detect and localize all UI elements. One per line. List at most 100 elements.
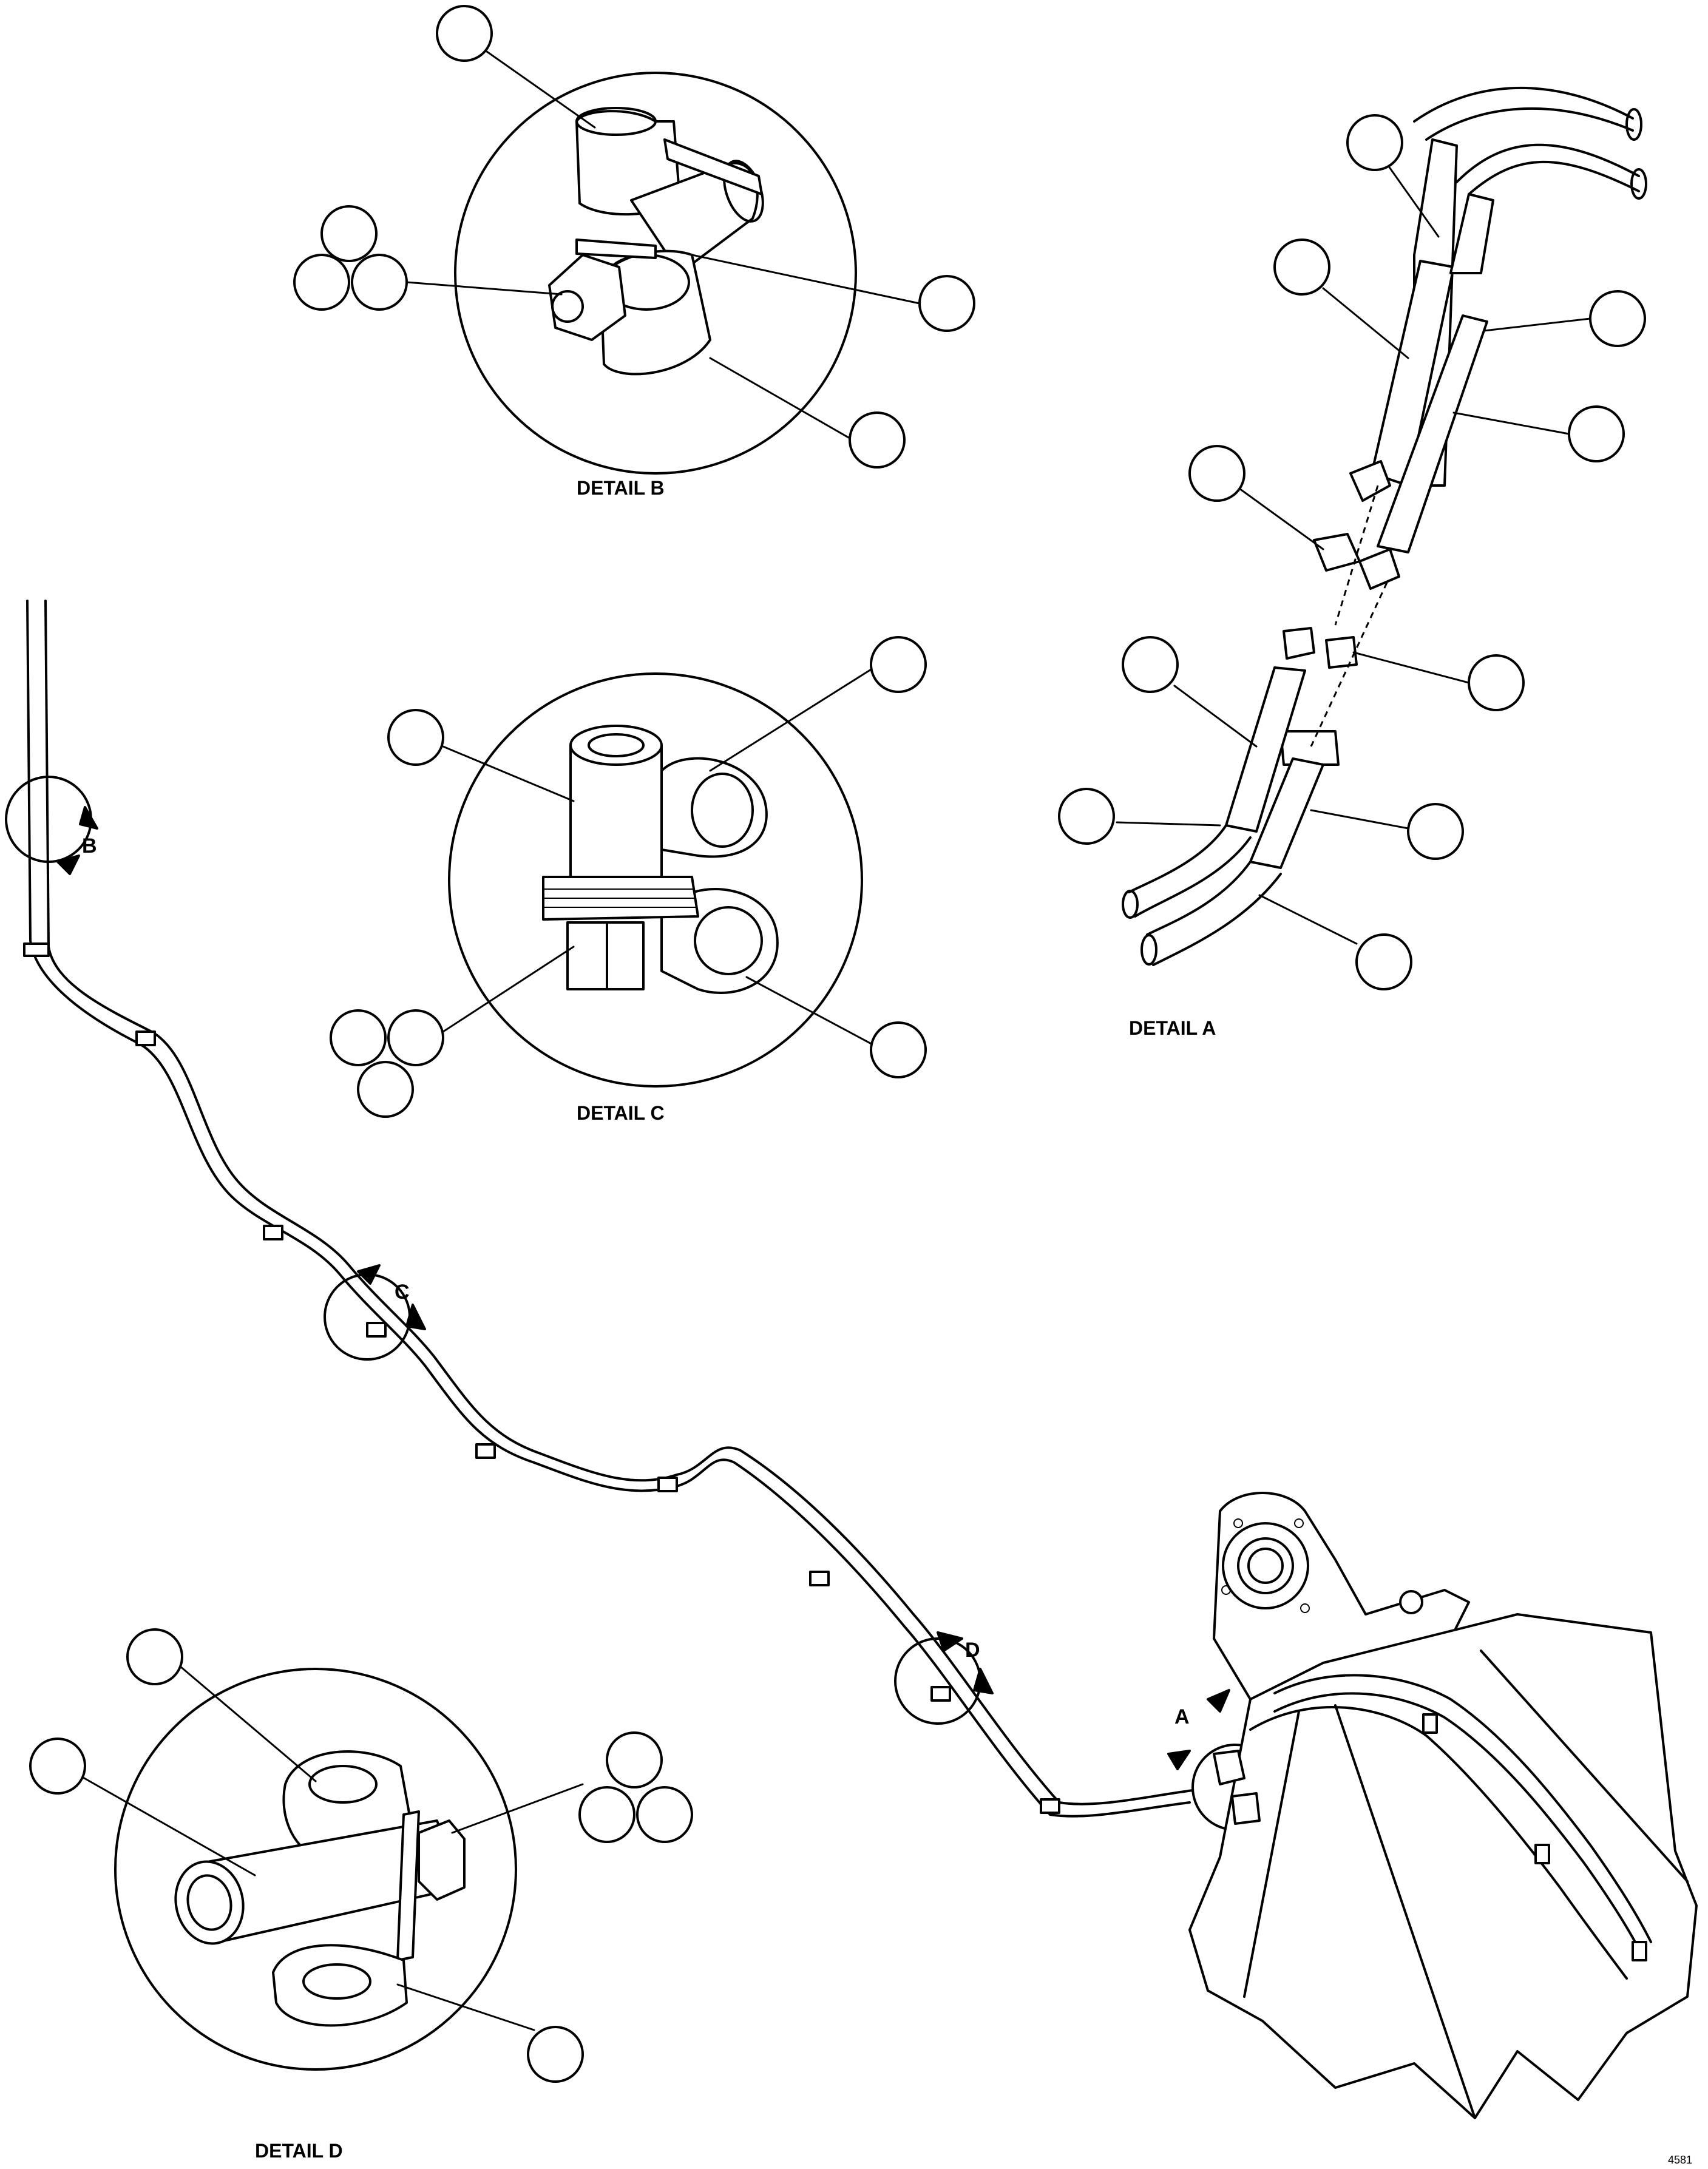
callout-bubble — [870, 636, 927, 693]
mount-bore-inner — [1247, 1548, 1284, 1584]
housing-hose-1 — [1273, 1674, 1652, 1943]
detail-a-leader-9 — [1116, 821, 1221, 827]
detail-a-leader-6 — [1352, 651, 1470, 684]
arrow-icon — [973, 1668, 994, 1694]
hose-clip — [930, 1686, 951, 1702]
detail-c-clamp-lower-opening — [694, 906, 763, 975]
bolt-hole — [1221, 1585, 1231, 1595]
bolt-hole — [1294, 1518, 1304, 1528]
callout-bubble — [330, 1009, 387, 1066]
callout-bubble — [1407, 803, 1464, 860]
detail-a-fitting-mid-3 — [1325, 636, 1358, 669]
callout-bubble — [606, 1731, 663, 1788]
detail-d-clamp-upper-opening — [308, 1765, 378, 1804]
detail-d-circle — [114, 1668, 517, 2071]
detail-d-clamp-lower-opening — [302, 1963, 371, 2000]
housing-seam — [1243, 1710, 1300, 1998]
detail-b-leader-1 — [481, 47, 596, 129]
detail-a-sleeve-6 — [1249, 757, 1324, 869]
detail-a-label: DETAIL A — [1129, 1017, 1216, 1039]
main-hose-route — [23, 600, 1194, 1818]
detail-c-leader-4 — [745, 976, 878, 1048]
callout-bubble — [527, 2026, 584, 2083]
detail-c-leader-1 — [442, 745, 575, 802]
hose-clip — [657, 1477, 678, 1492]
hose-clip — [1632, 1941, 1647, 1961]
detail-c-tube-bore — [588, 733, 645, 757]
detail-d-leader-4 — [396, 1983, 535, 2031]
detail-a-hose-2 — [1456, 143, 1640, 195]
detail-a-hose-4 — [1146, 861, 1282, 966]
callout-bubble — [387, 1009, 444, 1066]
detail-a-leader-5 — [1234, 484, 1324, 550]
callout-bubble — [1273, 239, 1330, 296]
detail-a-fitting-mid-2 — [1283, 627, 1315, 660]
detail-d-clamp-lower — [272, 1944, 408, 2027]
hose-route-upper — [26, 600, 1191, 1818]
callout-bubble — [870, 1021, 927, 1078]
hose-clip — [366, 1322, 387, 1338]
fitting — [1213, 1750, 1245, 1785]
hose-clip — [1040, 1798, 1060, 1814]
detail-d-tube-bore — [186, 1874, 232, 1931]
callout-bubble — [578, 1786, 635, 1843]
detail-c: DETAIL C — [330, 636, 927, 1124]
detail-c-tube-top — [569, 725, 663, 766]
detail-a-dashed-connection — [1310, 582, 1388, 747]
detail-b-leader-2 — [691, 254, 921, 305]
detail-a-hose-1-end — [1625, 108, 1642, 141]
view-marker-b: B — [5, 776, 98, 875]
view-marker-c-label: C — [395, 1281, 410, 1304]
view-marker-d: D — [894, 1631, 994, 1725]
detail-a-sleeve-5 — [1225, 666, 1306, 833]
callout-bubble — [357, 1061, 414, 1118]
detail-b: DETAIL B — [293, 5, 975, 499]
hose-clip — [809, 1571, 830, 1586]
detail-a-hose-3 — [1128, 824, 1252, 918]
callout-bubble — [1122, 636, 1179, 693]
callout-bubble — [918, 275, 975, 332]
callout-bubble — [1058, 788, 1115, 845]
detail-d: DETAIL D — [29, 1628, 693, 2162]
bolt-hole — [1233, 1518, 1243, 1528]
callout-bubble — [387, 709, 444, 766]
callout-bubble — [320, 205, 378, 262]
detail-a-leader-4 — [1452, 411, 1570, 435]
callout-bubble — [1188, 445, 1245, 502]
detail-d-label: DETAIL D — [255, 2140, 343, 2162]
detail-c-leader-3 — [442, 946, 575, 1033]
arrow-icon — [357, 1264, 381, 1285]
detail-a-fitting-mid-1 — [1313, 533, 1361, 572]
callout-bubble — [293, 254, 350, 311]
detail-a-leader-10 — [1258, 894, 1358, 945]
mount-bore — [1237, 1537, 1294, 1594]
callout-bubble — [29, 1738, 86, 1795]
detail-b-leader-3 — [405, 281, 563, 296]
detail-a: DETAIL A — [1058, 87, 1647, 1039]
detail-a-leader-8 — [1310, 809, 1409, 830]
detail-c-circle — [448, 672, 863, 1088]
housing-hose-3 — [1249, 1706, 1628, 1980]
detail-d-leader-1 — [175, 1662, 317, 1782]
callout-bubble — [636, 1786, 693, 1843]
detail-d-plate-stack — [396, 1810, 420, 1961]
arrow-icon — [1167, 1750, 1191, 1770]
detail-a-fitting-mid-4 — [1279, 730, 1340, 766]
hose-clip — [23, 942, 50, 957]
housing-body — [1188, 1613, 1698, 2119]
callout-bubble — [1346, 114, 1403, 171]
detail-a-hose-2-end — [1630, 168, 1647, 200]
bolt-hole — [1300, 1603, 1310, 1613]
detail-a-hose-3-end — [1122, 890, 1139, 919]
hose-clip — [135, 1030, 156, 1046]
housing-hose-2 — [1273, 1692, 1646, 1961]
callout-bubble — [436, 5, 493, 62]
detail-a-leader-3 — [1483, 317, 1591, 332]
mounting-structure — [1188, 1492, 1698, 2119]
arrow-icon — [56, 854, 80, 875]
detail-c-clamp-upper — [660, 757, 768, 858]
callout-bubble — [1355, 933, 1412, 990]
hose-clip — [1534, 1844, 1550, 1864]
detail-c-clamp-upper-opening — [691, 773, 754, 848]
